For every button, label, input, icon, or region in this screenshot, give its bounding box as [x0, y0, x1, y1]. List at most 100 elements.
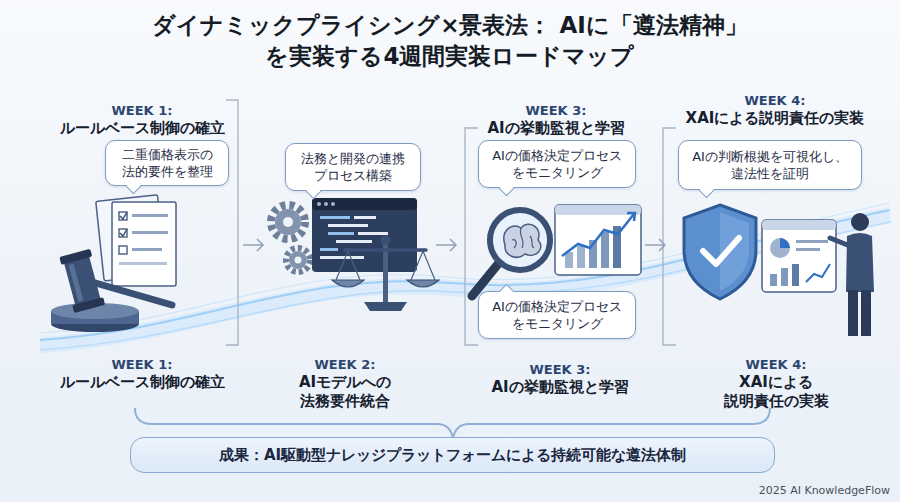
text-line — [796, 248, 820, 251]
code-line — [320, 248, 338, 251]
speech-bubble: AIの価格決定プロセス をモニタリング — [478, 291, 636, 339]
text-line — [119, 262, 167, 265]
scale-string — [336, 251, 435, 280]
scale-knob — [381, 235, 391, 245]
gavel-head — [59, 249, 105, 313]
step-arrow — [436, 239, 456, 251]
gavel-band — [59, 249, 92, 265]
text-line — [132, 248, 162, 251]
speech-bubble: 二重価格表示の 法的要件を整理 — [105, 140, 229, 186]
week-label: WEEK 3: — [496, 102, 616, 119]
person-body — [846, 233, 874, 292]
text-line — [132, 214, 168, 217]
dashboard — [762, 220, 836, 292]
trend-line — [562, 214, 634, 256]
speech-bubble: AIの価格決定プロセス をモニタリング — [478, 140, 636, 188]
speech-bubble: AIの判断根拠を可視化し、 違法性を証明 — [678, 140, 862, 190]
code-line — [336, 240, 372, 243]
person-arm — [830, 238, 850, 246]
node-text: 法務と開発の連携 プロセス構築 — [294, 150, 412, 184]
trend-arrow — [627, 213, 635, 221]
watermark: 2025 AI KnowledgeFlow — [750, 484, 890, 498]
step-arrow — [645, 239, 665, 251]
code-line — [328, 232, 354, 235]
text-line — [132, 231, 168, 234]
chart-bar — [770, 274, 777, 286]
check-mark — [120, 212, 127, 219]
text-line — [796, 240, 828, 243]
brain — [504, 224, 541, 257]
scale-pan — [332, 280, 364, 287]
person-leg — [861, 290, 871, 336]
column-bracket — [465, 128, 478, 345]
window-bar — [762, 220, 836, 230]
code-line — [354, 216, 376, 219]
gear — [289, 251, 307, 269]
phase-heading: XAIによる説明責任の実装 — [668, 109, 883, 128]
code-line — [328, 224, 368, 227]
node-text: AIの価格決定プロセス をモニタリング — [487, 147, 627, 181]
magnifier-lens — [490, 210, 550, 270]
brain-fold — [512, 228, 534, 248]
gavel-band — [72, 297, 105, 313]
column-bracket — [226, 100, 238, 345]
window-bar — [312, 198, 417, 210]
node-text: AIの価格決定プロセス をモニタリング — [487, 298, 627, 332]
phase-heading: XAIによる 説明責任の実装 — [711, 373, 841, 411]
week-label: WEEK 2: — [285, 356, 405, 373]
gear — [286, 248, 310, 272]
gear — [275, 209, 301, 235]
gavel-shine — [69, 264, 84, 302]
node-text: AIの判断根拠を可視化し、 違法性を証明 — [687, 148, 853, 182]
phase-heading: ルールベース制御の確立 — [42, 119, 242, 138]
chart-window — [555, 205, 641, 275]
phase-heading: AIの挙動監視と学習 — [456, 119, 656, 138]
phase-heading: ルールベース制御の確立 — [42, 373, 242, 392]
chart-bar — [781, 268, 788, 286]
code-window — [312, 198, 417, 272]
week-label: WEEK 4: — [715, 92, 835, 109]
phase-heading: AIの挙動監視と学習 — [460, 378, 660, 397]
check-mark — [120, 229, 127, 236]
document-sheet — [112, 202, 176, 286]
week-label: WEEK 1: — [82, 356, 202, 373]
chart-bar — [792, 264, 799, 286]
pie-slice — [780, 238, 790, 248]
window-dot — [331, 202, 335, 206]
window-dot — [317, 202, 321, 206]
scale-pan — [407, 280, 439, 287]
diagram-title: ダイナミックプライシング×景表法： AIに「遵法精神」を実装する4週間実装ロード… — [130, 10, 770, 72]
checkbox — [119, 212, 127, 220]
gear-hole — [283, 217, 293, 227]
summary-brace — [135, 408, 770, 438]
person-head — [851, 213, 869, 231]
chart-bar — [577, 246, 585, 268]
gear — [271, 205, 305, 239]
pie-chart — [770, 238, 790, 258]
checkbox — [119, 246, 127, 254]
shield — [684, 205, 756, 299]
person-leg — [848, 290, 858, 336]
step-arrow — [243, 239, 263, 251]
gear-hole — [295, 257, 302, 264]
trend-line — [806, 264, 830, 282]
code-line — [358, 232, 388, 235]
week-label: WEEK 3: — [500, 361, 620, 378]
node-text: 成果：AI駆動型ナレッジプラットフォームによる持続可能な遵法体制 — [219, 446, 686, 465]
chart-bar — [601, 232, 609, 268]
phase-heading: AIモデルへの 法務要件統合 — [280, 373, 410, 411]
week-label: WEEK 1: — [82, 102, 202, 119]
column-bracket — [663, 128, 676, 345]
checkbox — [119, 229, 127, 237]
result-box: 成果：AI駆動型ナレッジプラットフォームによる持続可能な遵法体制 — [130, 437, 775, 473]
code-line — [320, 256, 364, 259]
speech-bubble: 法務と開発の連携 プロセス構築 — [285, 143, 421, 191]
code-line — [320, 216, 350, 219]
scale-base — [364, 302, 407, 311]
window-dot — [324, 202, 328, 206]
scale-beam — [345, 248, 426, 252]
week-label: WEEK 4: — [716, 356, 836, 373]
node-text: 二重価格表示の 法的要件を整理 — [114, 146, 220, 180]
